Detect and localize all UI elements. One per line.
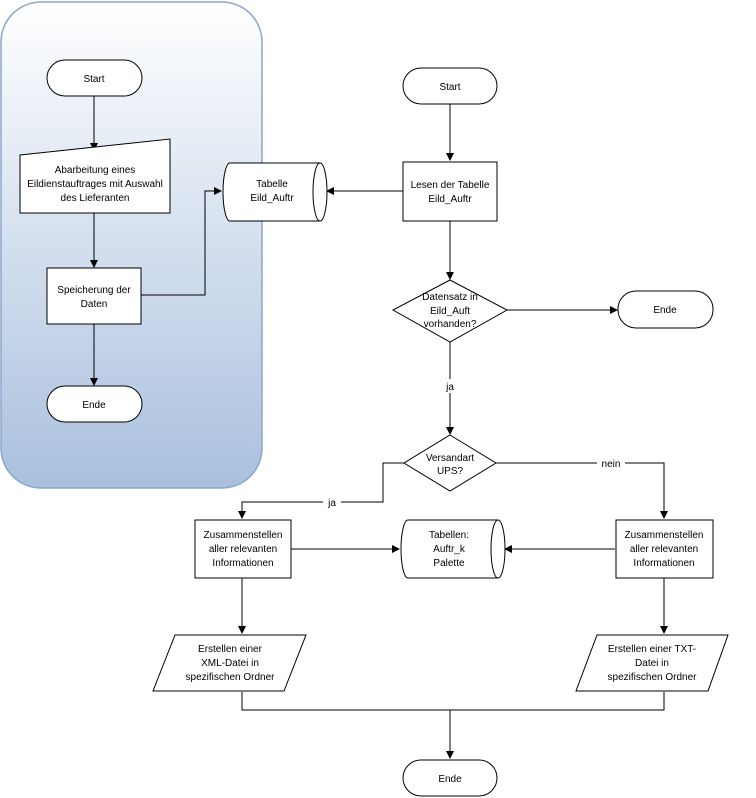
compile-left-line-1: Zusammenstellen [204,530,283,541]
left-process-abarbeitung: Abarbeitung eines Eildienstauftrages mit… [19,138,171,214]
decision-datensatz: Datensatz in Eild_Auft vorhanden? [391,279,509,343]
end-bottom-label: Ende [438,774,462,785]
left-panel [0,1,263,489]
decision-versandart: Versandart UPS? [403,434,497,492]
left-process-speicherung: Speicherung der Daten [46,267,142,325]
xml-line-3: spezifischen Ordner [186,672,276,683]
process-compile-left: Zusammenstellen aller relevanten Informa… [194,519,292,579]
end-right-label: Ende [653,305,677,316]
left-end: Ende [46,385,143,423]
tables-line-2: Auftr_k [433,544,466,555]
left-start: Start [46,59,143,97]
label-ja-2: ja [323,496,341,509]
compile-left-line-3: Informationen [212,558,273,569]
process-read-table: Lesen der Tabelle Eild_Auftr [402,161,498,222]
io-xml-file: Erstellen einer XML-Datei in spezifische… [152,634,307,692]
left-start-label: Start [83,74,104,85]
read-line-1: Lesen der Tabelle [411,180,490,191]
speicherung-line-2: Daten [81,299,108,310]
end-bottom: Ende [402,759,498,797]
abarbeitung-line-3: des Lieferanten [61,193,130,204]
table-eild-line-1: Tabelle [256,179,288,190]
process-compile-right: Zusammenstellen aller relevanten Informa… [615,519,714,579]
tables-line-3: Palette [433,558,465,569]
tables-line-1: Tabellen: [429,530,469,541]
decision1-line-3: vorhanden? [424,319,477,330]
decision1-line-1: Datensatz in [422,292,478,303]
table-eild-line-2: Eild_Auftr [250,193,294,204]
label-nein: nein [597,457,625,470]
label-nein-text: nein [602,459,621,470]
left-end-label: Ende [82,400,106,411]
read-line-2: Eild_Auftr [428,194,472,205]
main-start-label: Start [439,82,460,93]
decision2-line-2: UPS? [437,466,464,477]
label-ja-1: ja [442,379,458,393]
decision1-line-2: Eild_Auft [430,306,470,317]
txt-line-1: Erstellen einer TXT- [608,644,696,655]
label-ja-2-text: ja [327,498,336,509]
speicherung-line-1: Speicherung der [57,285,131,296]
abarbeitung-line-2: Eildienstauftrages mit Auswahl [27,179,163,190]
io-txt-file: Erstellen einer TXT- Datei in spezifisch… [575,634,729,692]
compile-right-line-1: Zusammenstellen [625,530,704,541]
end-right: Ende [617,290,714,329]
main-start: Start [402,67,498,105]
label-ja-1-text: ja [445,382,454,393]
compile-right-line-3: Informationen [633,558,694,569]
table-auftr-palette: Tabellen: Auftr_k Palette [400,519,506,579]
connectors [90,96,668,759]
table-eild-auftr: Tabelle Eild_Auftr [222,162,328,222]
txt-line-3: spezifischen Ordner [608,672,698,683]
abarbeitung-line-1: Abarbeitung eines [55,165,136,176]
decision2-line-1: Versandart [426,453,475,464]
compile-right-line-2: aller relevanten [630,544,698,555]
compile-left-line-2: aller relevanten [209,544,277,555]
xml-line-2: XML-Datei in [201,658,259,669]
xml-line-1: Erstellen einer [198,644,263,655]
txt-line-2: Datei in [635,658,669,669]
